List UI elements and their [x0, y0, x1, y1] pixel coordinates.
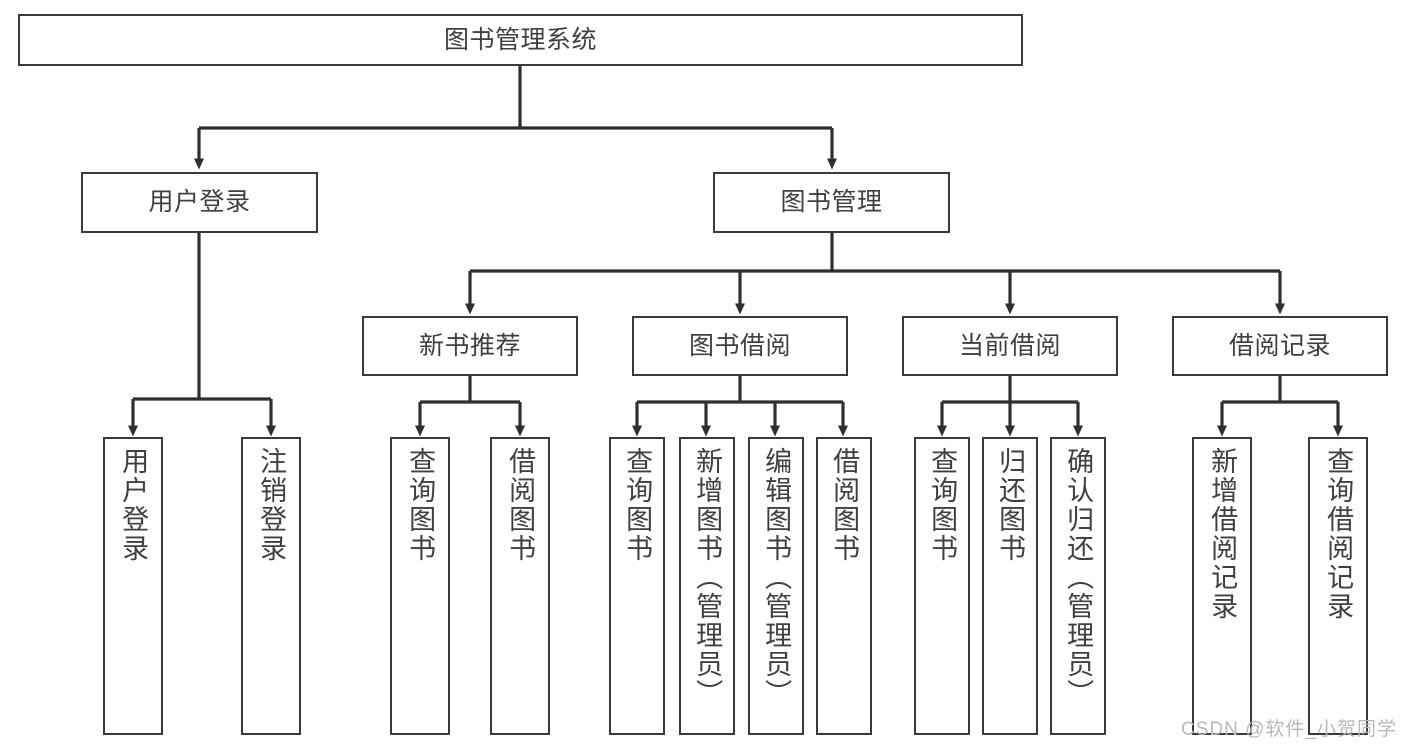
node-label: 用户登录 — [118, 447, 149, 563]
node-book-borrow[interactable]: 图书借阅 — [632, 316, 848, 376]
node-label: 图书借阅 — [688, 331, 791, 360]
node-leaf-user-login[interactable]: 用户登录 — [103, 437, 163, 735]
node-new-book-recommend[interactable]: 新书推荐 — [362, 316, 578, 376]
node-label: 确认归还（管理员） — [1063, 447, 1094, 708]
node-current-borrow[interactable]: 当前借阅 — [902, 316, 1118, 376]
node-label: 编辑图书（管理员） — [761, 447, 792, 708]
node-label: 借阅记录 — [1228, 331, 1331, 360]
node-label: 查询图书 — [405, 447, 436, 563]
node-leaf-add-book-admin[interactable]: 新增图书（管理员） — [679, 437, 735, 735]
node-borrow-record[interactable]: 借阅记录 — [1172, 316, 1388, 376]
node-leaf-query-book-recommend[interactable]: 查询图书 — [390, 437, 450, 735]
node-leaf-add-borrow-record[interactable]: 新增借阅记录 — [1192, 437, 1252, 735]
node-label: 当前借阅 — [958, 331, 1061, 360]
watermark-csdn: CSDN @软件_小贺同学 — [1181, 719, 1397, 740]
node-label: 新增图书（管理员） — [692, 447, 723, 708]
node-leaf-query-book-borrow[interactable]: 查询图书 — [609, 437, 665, 735]
node-leaf-confirm-return-admin[interactable]: 确认归还（管理员） — [1050, 437, 1106, 735]
node-label: 用户登录 — [148, 188, 251, 217]
node-leaf-return-book[interactable]: 归还图书 — [982, 437, 1038, 735]
node-label: 新书推荐 — [418, 331, 521, 360]
node-leaf-logout[interactable]: 注销登录 — [241, 437, 301, 735]
node-leaf-query-book-current[interactable]: 查询图书 — [914, 437, 970, 735]
node-label: 查询借阅记录 — [1323, 447, 1354, 621]
node-label: 注销登录 — [256, 447, 287, 563]
node-label: 归还图书 — [995, 447, 1026, 563]
node-label: 借阅图书 — [505, 447, 536, 563]
node-user-login[interactable]: 用户登录 — [81, 172, 318, 233]
node-label: 图书管理系统 — [443, 25, 597, 54]
node-leaf-query-borrow-record[interactable]: 查询借阅记录 — [1308, 437, 1368, 735]
node-leaf-borrow-book[interactable]: 借阅图书 — [816, 437, 872, 735]
node-label: 查询图书 — [622, 447, 653, 563]
node-root-book-management-system[interactable]: 图书管理系统 — [18, 14, 1023, 66]
node-label: 图书管理 — [780, 188, 883, 217]
node-book-management[interactable]: 图书管理 — [713, 172, 950, 233]
node-label: 借阅图书 — [829, 447, 860, 563]
node-label: 查询图书 — [927, 447, 958, 563]
node-leaf-borrow-book-recommend[interactable]: 借阅图书 — [490, 437, 550, 735]
node-label: 新增借阅记录 — [1207, 447, 1238, 621]
node-leaf-edit-book-admin[interactable]: 编辑图书（管理员） — [748, 437, 804, 735]
